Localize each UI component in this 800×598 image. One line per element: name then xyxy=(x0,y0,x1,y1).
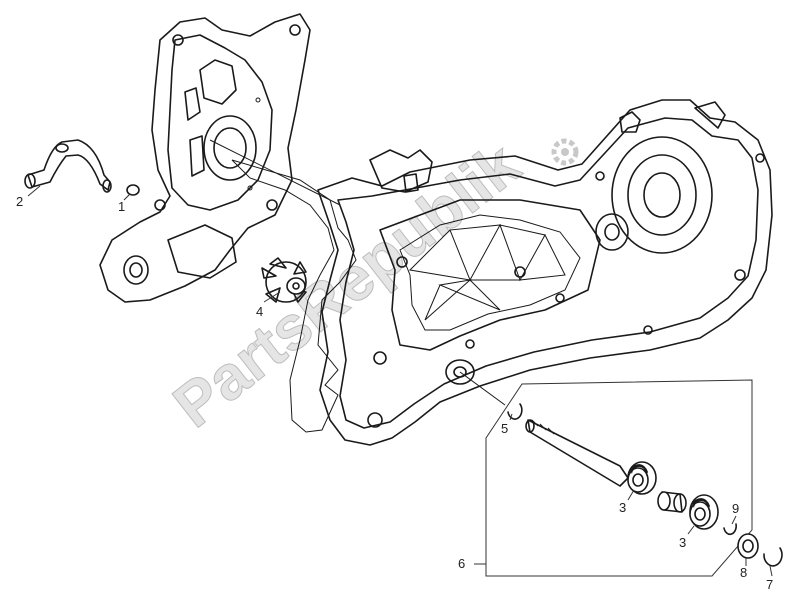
callout-7: 7 xyxy=(766,577,773,592)
callout-6: 6 xyxy=(458,556,465,571)
leader-lines xyxy=(27,185,773,577)
part-7-circlip[interactable] xyxy=(763,547,783,567)
callout-labels: 2 1 4 5 3 3 9 6 8 7 xyxy=(16,194,773,592)
callout-3-second: 3 xyxy=(679,535,686,550)
part-1-o-ring[interactable] xyxy=(126,184,140,196)
gasket xyxy=(231,159,357,433)
watermark-gear-icon xyxy=(551,138,579,166)
part-9-ring[interactable] xyxy=(723,523,737,536)
part-4-impeller[interactable] xyxy=(261,257,307,303)
part-6-shaft-assembly[interactable] xyxy=(485,379,759,577)
callout-5: 5 xyxy=(501,421,508,436)
callout-4: 4 xyxy=(256,304,263,319)
part-5-circlip[interactable] xyxy=(507,403,523,420)
callout-1: 1 xyxy=(118,199,125,214)
part-3-bearing-2[interactable] xyxy=(689,494,719,530)
callout-9: 9 xyxy=(732,501,739,516)
callout-3-first: 3 xyxy=(619,500,626,515)
crankcase-main xyxy=(317,99,773,446)
callout-2: 2 xyxy=(16,194,23,209)
part-2-water-pipe[interactable] xyxy=(24,139,112,193)
shaft[interactable] xyxy=(525,419,629,487)
part-3-bearing-1[interactable] xyxy=(627,461,657,495)
water-pump-housing xyxy=(99,13,341,303)
spacer-sleeve[interactable] xyxy=(657,491,687,513)
callout-8: 8 xyxy=(740,565,747,580)
part-8-washer[interactable] xyxy=(737,533,759,559)
